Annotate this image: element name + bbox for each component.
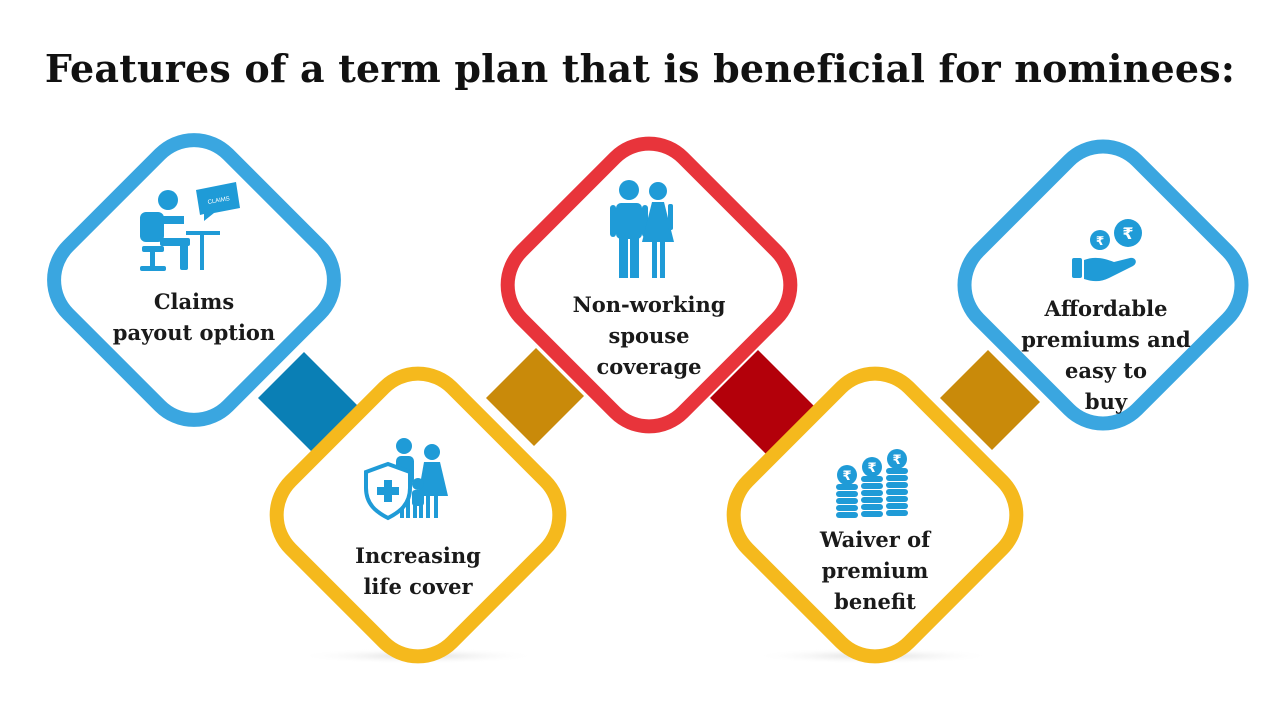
feature-label-line: Non-working xyxy=(572,292,726,317)
diamond-life-cover xyxy=(269,366,567,664)
feature-label-line: premium xyxy=(821,558,929,583)
diamond-spouse xyxy=(500,136,798,434)
feature-label-line: Affordable xyxy=(1044,296,1168,321)
couple-icon xyxy=(610,180,674,278)
connector-waiver-affordable xyxy=(940,350,1040,450)
feature-label-line: payout option xyxy=(112,320,276,345)
rupee-coin-stacks-icon xyxy=(836,449,908,518)
family-shield-icon xyxy=(364,438,448,521)
feature-label-line: life cover xyxy=(363,574,473,599)
office-worker-claims-icon xyxy=(140,182,240,271)
feature-label-waiver: Waiver of premium benefit xyxy=(775,524,975,617)
feature-label-line: premiums and xyxy=(1021,327,1191,352)
rupee-glyph: ₹ xyxy=(892,453,901,468)
feature-label-line: Increasing xyxy=(355,543,481,568)
rupee-glyph: ₹ xyxy=(867,461,876,476)
feature-label-life-cover: Increasing life cover xyxy=(318,540,518,602)
feature-label-spouse: Non-working spouse coverage xyxy=(549,289,749,382)
feature-label-affordable: Affordable premiums and easy to buy xyxy=(1006,293,1206,417)
feature-label-line: coverage xyxy=(596,354,702,379)
feature-label-claims: Claims payout option xyxy=(94,286,294,348)
diamond-affordable xyxy=(957,139,1249,431)
rupee-glyph: ₹ xyxy=(1096,234,1104,248)
feature-label-line: spouse xyxy=(608,323,690,348)
feature-label-line: Waiver of xyxy=(819,527,931,552)
feature-label-line: benefit xyxy=(834,589,916,614)
rupee-glyph: ₹ xyxy=(842,469,851,484)
feature-label-line: easy to xyxy=(1064,358,1147,383)
connector-life-spouse xyxy=(486,348,584,446)
page-title: Features of a term plan that is benefici… xyxy=(44,46,1236,91)
feature-label-line: Claims xyxy=(153,289,235,314)
hand-rupee-coins-icon xyxy=(1072,219,1142,282)
claims-bubble-text: CLAIMS xyxy=(207,196,230,206)
feature-label-line: buy xyxy=(1084,389,1128,414)
rupee-glyph: ₹ xyxy=(1122,224,1133,243)
diamond-claims xyxy=(47,133,341,427)
